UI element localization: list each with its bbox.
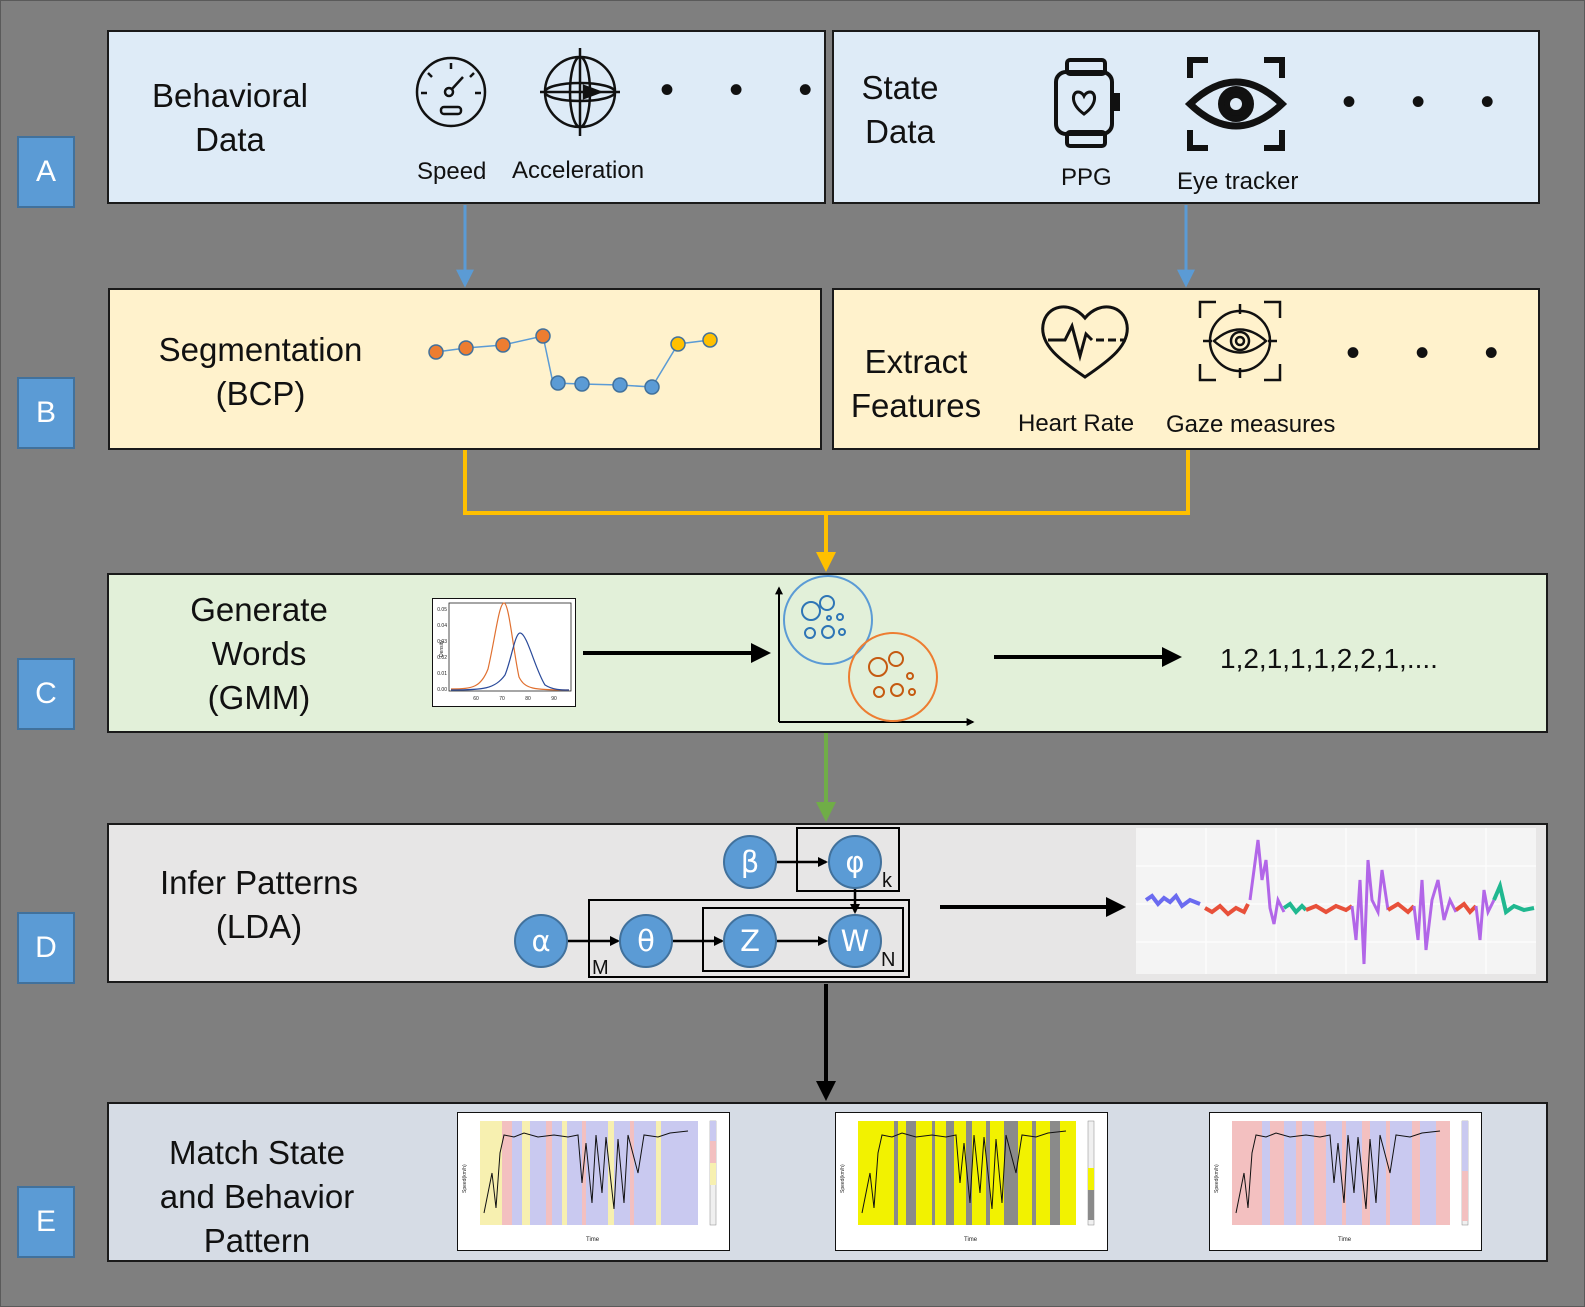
density-xtick: 80 [525,696,531,702]
plate-m-label: M [592,957,609,979]
lda-graphical-model [567,827,910,978]
stage-label-e: E [17,1186,75,1258]
result-plot-1: Speed(km/h) Time [457,1112,730,1251]
node-w-label: W [841,924,870,958]
gaze-target-icon [1198,300,1282,382]
density-curve-blue [450,632,570,691]
ppg-label: PPG [1061,164,1112,191]
eye-tracker-label: Eye tracker [1177,168,1299,195]
generate-words-title: Generate Words (GMM) [190,591,328,716]
stage-label-d: D [17,912,75,984]
acceleration-label: Acceleration [512,157,645,184]
node-phi [828,835,882,889]
state-data-title: State Data [861,69,939,150]
behavioral-data-panel [107,30,826,204]
plate-k [796,827,900,892]
extract-features-panel [832,288,1540,450]
eye-tracker-icon [1184,57,1288,151]
segmentation-chart [428,328,718,395]
plate-n-label: N [881,949,895,971]
segmentation-panel [108,288,822,450]
result-plot-ylabel: Speed(km/h) [840,1164,846,1193]
gaze-measures-label: Gaze measures [1166,411,1336,438]
extract-features-title: Extract Features [850,343,982,424]
density-ytick: 0.02 [437,655,447,661]
result-plot-1-svg: Speed(km/h) Time [462,1120,717,1243]
result-plot-ylabel: Speed(km/h) [462,1164,468,1193]
plate-m [588,899,910,978]
density-ytick: 0.00 [437,687,447,693]
result-plot-xlabel: Time [964,1237,978,1243]
density-ylabel: Density [439,640,445,657]
density-plot: Density 0.05 0.04 0.03 0.02 0.01 0.00 60… [432,598,576,707]
node-alpha-label: α [531,924,550,958]
speedometer-icon [415,56,487,128]
result-plot-3-svg: Speed(km/h) Time [1214,1120,1469,1243]
word-sequence: 1,2,1,1,1,2,2,1,.... [1220,643,1438,674]
density-xtick: 70 [499,696,505,702]
node-phi-label: φ [845,845,864,879]
density-ytick: 0.04 [437,623,447,629]
smartwatch-icon [1054,58,1120,148]
density-ytick: 0.05 [437,607,447,613]
speed-label: Speed [417,158,487,185]
plate-k-label: k [882,870,893,892]
node-theta [619,914,673,968]
result-plot-xlabel: Time [1338,1237,1352,1243]
node-beta-label: β [741,845,760,879]
node-z [723,914,777,968]
heart-rate-label: Heart Rate [1018,410,1135,437]
result-plot-3: Speed(km/h) Time [1209,1112,1482,1251]
density-ytick: 0.03 [437,639,447,645]
accelerometer-icon [540,48,620,136]
density-curve-orange [450,602,570,691]
density-xtick: 60 [473,696,479,702]
result-plot-2: Speed(km/h) Time [835,1112,1108,1251]
density-ytick: 0.01 [437,671,447,677]
arrow-merge-to-gmm [463,450,1190,572]
state-data-panel [832,30,1540,204]
heart-rate-icon [1041,305,1129,379]
stage-label-c: C [17,658,75,730]
node-w [828,914,882,968]
node-theta-label: θ [637,924,655,958]
density-xtick: 90 [551,696,557,702]
infer-patterns-title: Infer Patterns (LDA) [159,864,359,945]
cluster-plot [775,575,975,726]
match-pattern-title: Match State and Behavior Pattern [159,1134,355,1259]
generate-words-panel [107,573,1548,733]
node-alpha [514,914,568,968]
stage-label-b: B [17,377,75,449]
pattern-time-series [1136,828,1536,974]
behavioral-data-title: Behavioral Data [152,77,308,158]
density-plot-svg: Density 0.05 0.04 0.03 0.02 0.01 0.00 60… [437,602,572,702]
result-plot-2-svg: Speed(km/h) Time [840,1120,1095,1243]
node-beta [723,835,777,889]
result-plot-xlabel: Time [586,1237,600,1243]
stage-label-a: A [17,136,75,208]
plate-n [702,907,904,972]
result-plot-ylabel: Speed(km/h) [1214,1164,1220,1193]
node-z-label: Z [740,924,760,958]
segmentation-title: Segmentation (BCP) [158,331,363,412]
